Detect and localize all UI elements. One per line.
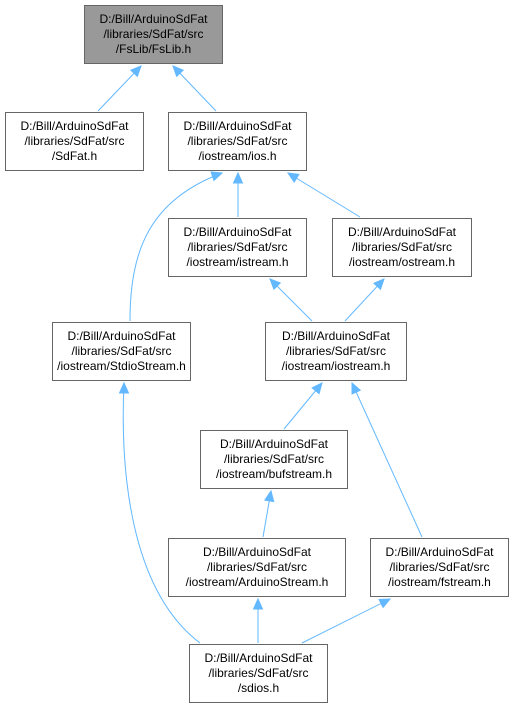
node-label: D:/Bill/ArduinoSdFat /libraries/SdFat/sr… bbox=[204, 651, 312, 696]
node-label-line: /libraries/SdFat/src bbox=[223, 452, 324, 466]
node-label-line: D:/Bill/ArduinoSdFat bbox=[204, 651, 313, 665]
node-label-line: D:/Bill/ArduinoSdFat bbox=[385, 545, 494, 559]
node-bufstream-h[interactable]: D:/Bill/ArduinoSdFat /libraries/SdFat/sr… bbox=[200, 430, 348, 489]
node-label-line: D:/Bill/ArduinoSdFat bbox=[219, 437, 329, 451]
node-ostream-h[interactable]: D:/Bill/ArduinoSdFat /libraries/SdFat/sr… bbox=[332, 218, 472, 277]
arrowhead-iostream-to-istream bbox=[269, 278, 282, 291]
node-label-line: /libraries/SdFat/src bbox=[24, 134, 125, 148]
edge-sdios-to-fstream bbox=[301, 598, 391, 644]
node-label-line: /libraries/SdFat/src bbox=[187, 240, 288, 254]
arrowhead-stdiostream-to-ios bbox=[210, 171, 224, 182]
node-label-line: /libraries/SdFat/src bbox=[187, 134, 288, 148]
arrowhead-ios-to-fslib bbox=[172, 65, 185, 78]
node-label-line: /libraries/SdFat/src bbox=[285, 344, 386, 358]
node-label-line: /SdFat.h bbox=[51, 149, 98, 163]
node-label-line: /libraries/SdFat/src bbox=[208, 666, 309, 680]
node-label-line: /iostream/iostream.h bbox=[281, 359, 391, 373]
node-label: D:/Bill/ArduinoSdFat /libraries/SdFat/sr… bbox=[348, 225, 456, 270]
node-sdios-h[interactable]: D:/Bill/ArduinoSdFat /libraries/SdFat/sr… bbox=[189, 644, 328, 703]
node-label-line: D:/Bill/ArduinoSdFat bbox=[347, 225, 457, 239]
node-label: D:/Bill/ArduinoSdFat /libraries/SdFat/sr… bbox=[216, 437, 332, 482]
node-fstream-h[interactable]: D:/Bill/ArduinoSdFat /libraries/SdFat/sr… bbox=[370, 538, 509, 597]
arrowhead-sdios-to-stdiostream bbox=[118, 381, 130, 394]
arrowhead-istream-to-ios bbox=[232, 171, 244, 184]
node-label-line: D:/Bill/ArduinoSdFat bbox=[281, 329, 391, 343]
node-sdfat-h[interactable]: D:/Bill/ArduinoSdFat /libraries/SdFat/sr… bbox=[5, 112, 144, 171]
node-label: D:/Bill/ArduinoSdFat /libraries/SdFat/sr… bbox=[385, 545, 493, 590]
arrowhead-fstream-to-iostream bbox=[351, 381, 362, 395]
node-label-line: /iostream/ios.h bbox=[198, 149, 277, 163]
node-label-line: /iostream/ArduinoStream.h bbox=[185, 575, 329, 589]
node-label-line: D:/Bill/ArduinoSdFat bbox=[20, 119, 129, 133]
edge-ostream-to-ios bbox=[287, 172, 361, 218]
arrowhead-ostream-to-ios bbox=[286, 172, 300, 183]
edge-sdios-to-stdiostream bbox=[122, 382, 201, 644]
node-label-line: /libraries/SdFat/src bbox=[389, 560, 490, 574]
node-label-line: /iostream/ostream.h bbox=[348, 255, 456, 269]
node-label: D:/Bill/ArduinoSdFat /libraries/SdFat/sr… bbox=[183, 119, 291, 164]
node-label-line: /libraries/SdFat/src bbox=[103, 27, 204, 41]
node-label: D:/Bill/ArduinoSdFat /libraries/SdFat/sr… bbox=[282, 329, 391, 374]
node-istream-h[interactable]: D:/Bill/ArduinoSdFat /libraries/SdFat/sr… bbox=[168, 218, 307, 277]
node-label-line: D:/Bill/ArduinoSdFat bbox=[202, 545, 312, 559]
arrowhead-bufstream-to-iostream bbox=[311, 382, 323, 395]
node-label-line: D:/Bill/ArduinoSdFat bbox=[99, 12, 208, 26]
node-label-line: /iostream/fstream.h bbox=[388, 575, 491, 589]
edge-stdiostream-to-ios bbox=[129, 172, 223, 322]
node-label-line: /libraries/SdFat/src bbox=[206, 560, 307, 574]
node-iostream-h[interactable]: D:/Bill/ArduinoSdFat /libraries/SdFat/sr… bbox=[265, 322, 407, 381]
edge-fstream-to-iostream bbox=[351, 382, 423, 538]
arrowhead-arduinostream-to-bufstream bbox=[264, 489, 275, 503]
node-label-line: D:/Bill/ArduinoSdFat bbox=[183, 119, 292, 133]
node-label-line: /iostream/bufstream.h bbox=[215, 467, 333, 481]
arrowhead-sdios-to-fstream bbox=[378, 598, 392, 609]
node-label-line: /libraries/SdFat/src bbox=[71, 344, 172, 358]
node-label-line: D:/Bill/ArduinoSdFat bbox=[183, 225, 292, 239]
node-arduinostream-h[interactable]: D:/Bill/ArduinoSdFat /libraries/SdFat/sr… bbox=[168, 538, 346, 597]
node-label: D:/Bill/ArduinoSdFat /libraries/SdFat/sr… bbox=[186, 545, 329, 590]
node-label: D:/Bill/ArduinoSdFat /libraries/SdFat/sr… bbox=[99, 12, 207, 57]
arrowhead-sdfat-to-fslib bbox=[129, 65, 142, 78]
node-label-line: /iostream/StdioStream.h bbox=[57, 359, 186, 373]
node-stdiostream-h[interactable]: D:/Bill/ArduinoSdFat /libraries/SdFat/sr… bbox=[52, 322, 191, 381]
node-label-line: /sdios.h bbox=[237, 681, 280, 695]
arrowhead-iostream-to-ostream bbox=[372, 278, 385, 291]
node-label: D:/Bill/ArduinoSdFat /libraries/SdFat/sr… bbox=[20, 119, 128, 164]
node-label-line: /FsLib/FsLib.h bbox=[115, 42, 192, 56]
node-label-line: D:/Bill/ArduinoSdFat bbox=[67, 329, 176, 343]
node-fslib-h: D:/Bill/ArduinoSdFat /libraries/SdFat/sr… bbox=[84, 5, 223, 64]
node-label: D:/Bill/ArduinoSdFat /libraries/SdFat/sr… bbox=[183, 225, 291, 270]
node-label-line: /libraries/SdFat/src bbox=[351, 240, 452, 254]
node-label: D:/Bill/ArduinoSdFat /libraries/SdFat/sr… bbox=[57, 329, 186, 374]
arrowhead-sdios-to-arduinostream bbox=[252, 597, 264, 610]
node-ios-h[interactable]: D:/Bill/ArduinoSdFat /libraries/SdFat/sr… bbox=[168, 112, 307, 171]
node-label-line: /iostream/istream.h bbox=[186, 255, 289, 269]
